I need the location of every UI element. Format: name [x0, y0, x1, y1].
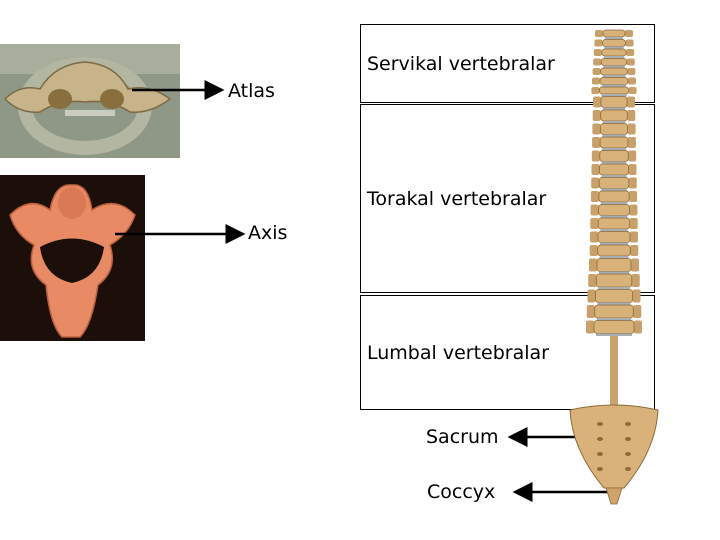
sacrum-label: Sacrum: [426, 426, 499, 448]
lumbar-box: Lumbal vertebralar: [360, 295, 655, 410]
cervical-label: Servikal vertebralar: [367, 53, 555, 75]
coccyx-label: Coccyx: [427, 481, 495, 503]
axis-image: [0, 175, 145, 341]
axis-label: Axis: [248, 222, 287, 244]
atlas-image: [0, 44, 180, 158]
atlas-label: Atlas: [228, 80, 275, 102]
thoracic-box: Torakal vertebralar: [360, 104, 655, 293]
cervical-box: Servikal vertebralar: [360, 24, 655, 103]
sacrum-bone: [570, 405, 658, 488]
coccyx-bone: [606, 488, 622, 504]
lumbar-label: Lumbal vertebralar: [367, 342, 549, 364]
thoracic-label: Torakal vertebralar: [367, 188, 546, 210]
